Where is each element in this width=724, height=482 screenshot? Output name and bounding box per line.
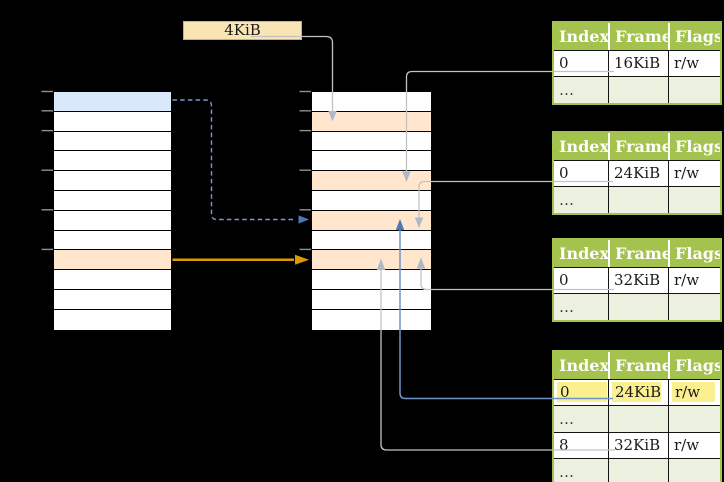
column-header: Frame xyxy=(608,23,668,50)
table-cell: … xyxy=(554,76,608,103)
table-cell: 16KiB xyxy=(608,49,668,77)
memory-column-middle xyxy=(311,91,432,331)
table-cell xyxy=(608,186,668,213)
table-cell: 32KiB xyxy=(608,431,668,459)
column-header: Index xyxy=(554,352,608,379)
frame-size-label-text: 4KiB xyxy=(224,21,261,39)
memory-row-3 xyxy=(54,151,171,172)
table-cell: r/w xyxy=(668,159,720,187)
memory-row-10 xyxy=(312,289,431,310)
memory-row-0 xyxy=(54,92,171,112)
table-cell xyxy=(668,458,720,482)
memory-row-9 xyxy=(54,270,171,290)
column-header: Frame xyxy=(608,352,668,379)
table-cell xyxy=(668,405,720,432)
table-row: … xyxy=(554,293,720,320)
memory-row-4 xyxy=(312,171,431,191)
table-cell: r/w xyxy=(668,378,720,406)
memory-column-left xyxy=(53,91,172,331)
memory-row-5 xyxy=(312,190,431,211)
memory-row-6 xyxy=(54,210,171,231)
table-cell: … xyxy=(554,405,608,432)
table-row: … xyxy=(554,458,720,482)
column-header: Index xyxy=(554,23,608,50)
table-cell: 0 xyxy=(554,378,608,406)
memory-row-8 xyxy=(54,250,171,271)
table-cell: 24KiB xyxy=(608,159,668,187)
table-cell xyxy=(668,293,720,320)
memory-row-2 xyxy=(54,131,171,152)
table-cell: 0 xyxy=(554,49,608,77)
table-cell: 8 xyxy=(554,431,608,459)
table-cell: r/w xyxy=(668,431,720,459)
table-row: … xyxy=(554,186,720,213)
memory-row-3 xyxy=(312,151,431,172)
virtual-page-mapping-dashed-arrow xyxy=(172,99,309,224)
table-cell: … xyxy=(554,186,608,213)
table-cell xyxy=(608,458,668,482)
arrowhead-right-icon xyxy=(295,254,309,265)
address-ticks-middle xyxy=(299,90,311,251)
memory-row-6 xyxy=(312,210,431,231)
arrowhead-right-icon xyxy=(298,215,309,224)
table-row: … xyxy=(554,405,720,432)
column-header: Index xyxy=(554,240,608,267)
column-header: Flags xyxy=(668,23,720,50)
table-cell: 24KiB xyxy=(608,378,668,406)
memory-row-1 xyxy=(54,111,171,132)
memory-row-4 xyxy=(54,171,171,191)
column-header: Flags xyxy=(668,133,720,160)
memory-row-8 xyxy=(312,250,431,271)
column-header: Frame xyxy=(608,240,668,267)
table-cell: 0 xyxy=(554,266,608,294)
memory-row-5 xyxy=(54,190,171,211)
table-cell xyxy=(668,76,720,103)
memory-row-10 xyxy=(54,289,171,310)
memory-row-11 xyxy=(54,309,171,330)
highlighted-value: 24KiB xyxy=(612,382,662,403)
table-cell xyxy=(668,186,720,213)
table-cell xyxy=(608,76,668,103)
mapping-arrow-orange xyxy=(172,254,309,265)
table-cell: … xyxy=(554,458,608,482)
table-cell xyxy=(608,405,668,432)
table-cell xyxy=(608,293,668,320)
memory-row-7 xyxy=(54,230,171,251)
memory-row-0 xyxy=(312,92,431,112)
table-cell: 32KiB xyxy=(608,266,668,294)
address-ticks-left xyxy=(41,90,53,251)
table-row: … xyxy=(554,76,720,103)
column-header: Index xyxy=(554,133,608,160)
table-cell: … xyxy=(554,293,608,320)
table-cell: 0 xyxy=(554,159,608,187)
memory-row-11 xyxy=(312,309,431,330)
memory-row-7 xyxy=(312,230,431,251)
table-cell: r/w xyxy=(668,49,720,77)
memory-row-9 xyxy=(312,270,431,290)
memory-row-2 xyxy=(312,131,431,152)
column-header: Flags xyxy=(668,240,720,267)
highlighted-value: 0 xyxy=(557,382,607,403)
column-header: Frame xyxy=(608,133,668,160)
highlighted-value: r/w xyxy=(672,382,715,403)
column-header: Flags xyxy=(668,352,720,379)
frame-size-label: 4KiB xyxy=(183,21,302,40)
memory-row-1 xyxy=(312,111,431,132)
table-cell: r/w xyxy=(668,266,720,294)
